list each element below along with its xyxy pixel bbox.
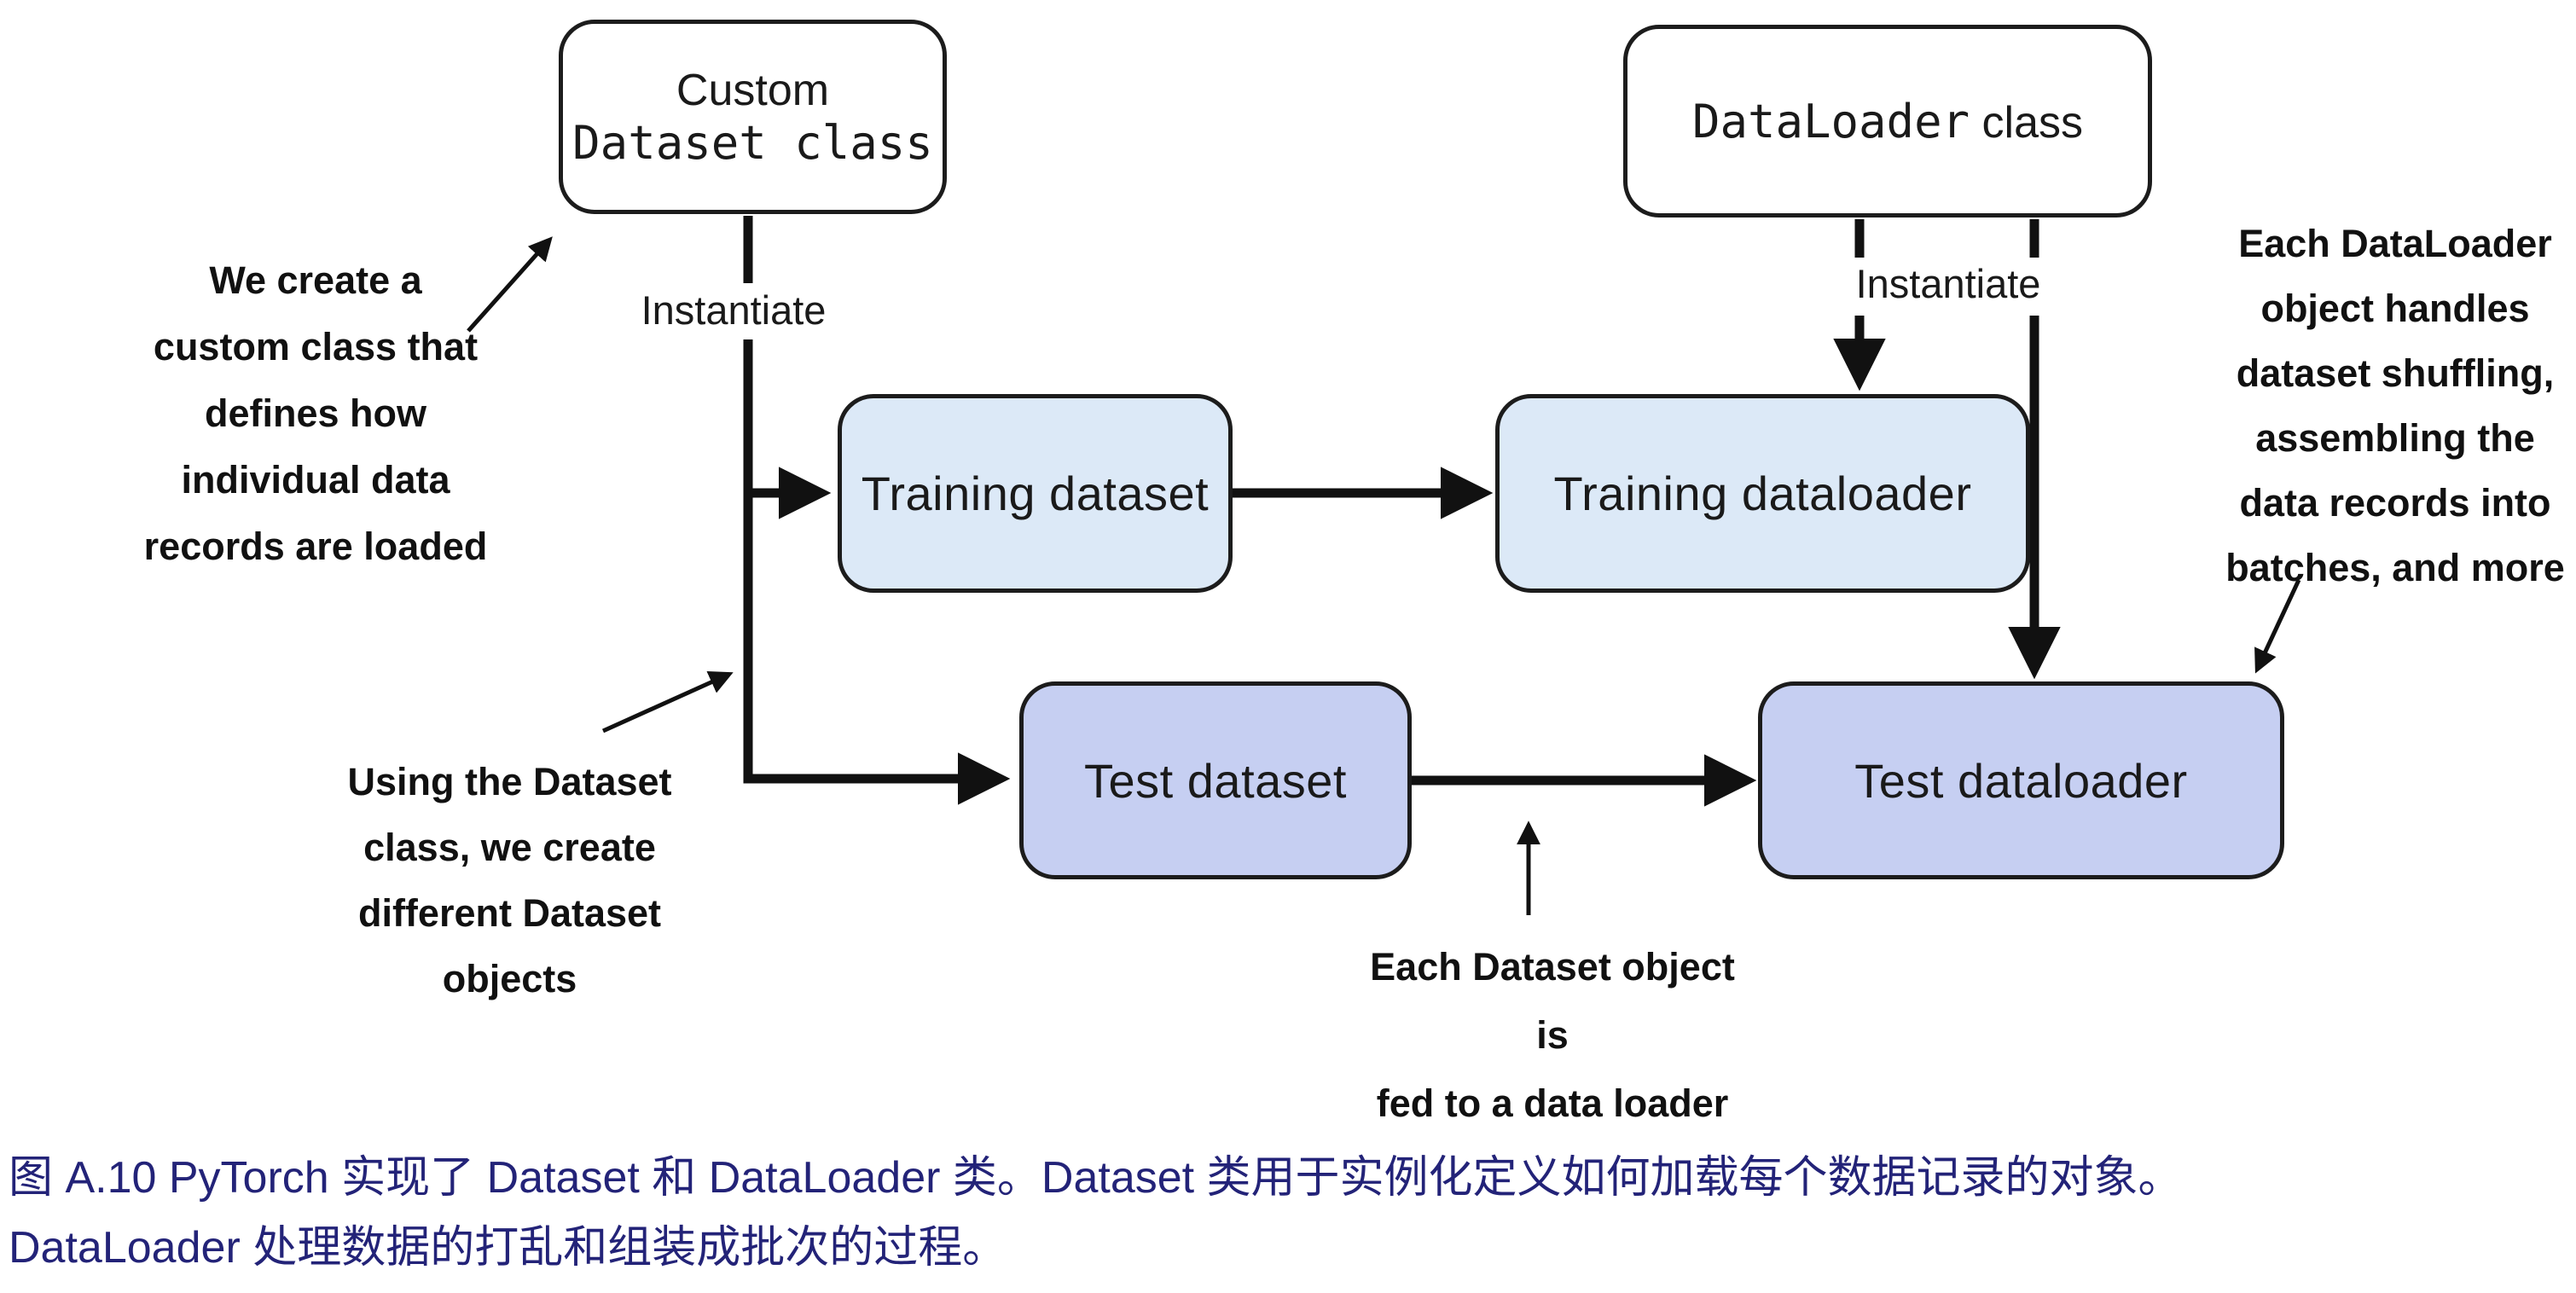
note-line: different Dataset (357, 891, 662, 935)
note-line: batches, and more (2225, 546, 2565, 589)
custom-label-line1: Custom (676, 65, 830, 115)
note-line: assembling the (2255, 416, 2535, 460)
note-dataset-objects: Using the Dataset class, we create diffe… (337, 749, 682, 1012)
figure-caption: 图 A.10 PyTorch 实现了 Dataset 和 DataLoader … (9, 1143, 2550, 1283)
note-line: custom class that (153, 325, 479, 368)
custom-dataset-class-box: Custom Dataset class (559, 20, 947, 214)
training-dataloader-label: Training dataloader (1553, 467, 1972, 520)
custom-label-line2: Dataset class (572, 115, 933, 170)
note-line: objects (442, 957, 577, 1000)
note-custom-class: We create a custom class that defines ho… (60, 247, 571, 580)
note-dataloader: Each DataLoader object handles dataset s… (2216, 212, 2574, 600)
note-line: individual data (181, 458, 450, 502)
test-dataloader-label: Test dataloader (1854, 753, 2188, 808)
note-line: defines how (204, 391, 427, 435)
note-line: class, we create (363, 826, 656, 869)
instantiate-label-right: Instantiate (1855, 261, 2041, 306)
note-line: object handles (2260, 287, 2530, 330)
note-line: records are loaded (143, 525, 488, 568)
note-line: fed to a data loader (1376, 1081, 1729, 1125)
training-dataset-label: Training dataset (861, 467, 1210, 520)
custom-dataset-class-label: Custom Dataset class (572, 65, 933, 170)
note-line: We create a (209, 258, 422, 302)
instantiate-label-left: Instantiate (641, 287, 827, 333)
test-dataloader-box: Test dataloader (1758, 681, 2284, 879)
note-arrow-dataloader (2254, 578, 2301, 674)
test-dataset-box: Test dataset (1019, 681, 1412, 879)
dataloader-label-plain: class (1970, 97, 2084, 148)
note-line: Each Dataset object is (1370, 945, 1735, 1057)
note-line: data records into (2239, 481, 2551, 525)
dataloader-label-code: DataLoader (1691, 94, 1970, 148)
test-dataset-label: Test dataset (1084, 753, 1347, 808)
note-arrow-custom-class (467, 236, 553, 333)
note-line: dataset shuffling, (2236, 351, 2555, 395)
note-line: Each DataLoader (2238, 222, 2552, 265)
note-arrow-dataset-objects (601, 670, 734, 733)
training-dataloader-box: Training dataloader (1495, 394, 2030, 593)
note-fed-to-loader: Each Dataset object is fed to a data loa… (1356, 933, 1749, 1138)
caption-line-2: DataLoader 处理数据的打乱和组装成批次的过程。 (9, 1223, 1007, 1273)
dataloader-class-box: DataLoader class (1623, 25, 2152, 217)
dataloader-class-label: DataLoader class (1692, 95, 2083, 148)
training-dataset-box: Training dataset (838, 394, 1233, 593)
caption-line-1: 图 A.10 PyTorch 实现了 Dataset 和 DataLoader … (9, 1153, 2183, 1203)
note-line: Using the Dataset (347, 760, 672, 803)
custom-to-test-dataset-connector (743, 339, 1011, 805)
